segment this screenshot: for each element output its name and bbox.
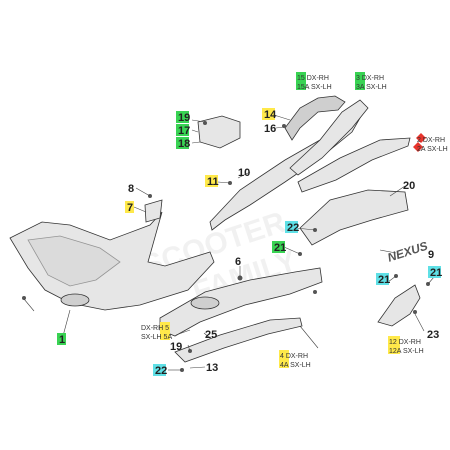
callout-19a: 19 <box>176 111 190 124</box>
svg-text:21: 21 <box>378 274 390 286</box>
svg-text:23: 23 <box>427 329 439 341</box>
lower-floor-strip <box>174 317 303 363</box>
callout-16: 16 <box>264 123 276 135</box>
svg-text:2A SX-LH: 2A SX-LH <box>417 146 448 153</box>
svg-text:3 DX-RH: 3 DX-RH <box>356 75 384 82</box>
svg-text:11: 11 <box>207 176 219 188</box>
svg-text:21: 21 <box>430 267 442 279</box>
svg-text:14: 14 <box>264 109 277 121</box>
clip-bracket <box>144 199 163 223</box>
svg-text:9: 9 <box>428 249 434 261</box>
callout-8: 8 <box>128 183 134 195</box>
callout-13: 13 <box>206 362 218 374</box>
variant-labels: 15 DX-RH 15A SX-LH 3 DX-RH 3A SX-LH 2 DX… <box>141 72 448 369</box>
callout-22a: 22 <box>285 221 299 234</box>
callout-9: 9 <box>428 249 434 261</box>
svg-text:22: 22 <box>287 222 299 234</box>
svg-text:2 DX-RH: 2 DX-RH <box>417 137 445 144</box>
rear-cover-panel <box>299 189 409 246</box>
side-rail-upper <box>289 99 369 176</box>
svg-text:15 DX-RH: 15 DX-RH <box>297 75 329 82</box>
floor-board-hole <box>190 296 220 310</box>
svg-text:7: 7 <box>127 202 133 214</box>
svg-text:25: 25 <box>205 329 217 341</box>
svg-text:4A SX-LH: 4A SX-LH <box>280 362 311 369</box>
callout-21c: 21 <box>428 266 442 279</box>
callout-7: 7 <box>125 201 134 214</box>
svg-text:19: 19 <box>170 341 182 353</box>
variant-2: 2 DX-RH 2A SX-LH <box>413 133 448 153</box>
svg-text:21: 21 <box>274 242 286 254</box>
svg-text:4 DX-RH: 4 DX-RH <box>280 353 308 360</box>
variant-5: DX-RH 5 SX-LH 5A <box>141 322 172 341</box>
callout-22b: 22 <box>153 364 167 377</box>
svg-text:12 DX-RH: 12 DX-RH <box>389 339 421 346</box>
svg-text:12A SX-LH: 12A SX-LH <box>389 348 424 355</box>
callout-labels: 19 17 18 14 16 11 10 8 7 20 22 21 6 9 21… <box>57 108 442 377</box>
callout-10: 10 <box>238 167 250 179</box>
callout-18: 18 <box>176 137 190 150</box>
callout-11: 11 <box>205 175 219 188</box>
callout-23: 23 <box>427 329 439 341</box>
callout-14: 14 <box>262 108 277 121</box>
svg-text:DX-RH 5: DX-RH 5 <box>141 325 169 332</box>
svg-text:13: 13 <box>206 362 218 374</box>
callout-19b: 19 <box>170 341 182 353</box>
svg-text:SX-LH 5A: SX-LH 5A <box>141 334 172 341</box>
svg-text:18: 18 <box>178 138 190 150</box>
svg-text:20: 20 <box>403 180 415 192</box>
callout-21a: 21 <box>272 241 286 254</box>
svg-text:3A SX-LH: 3A SX-LH <box>356 84 387 91</box>
callout-6: 6 <box>235 256 241 268</box>
variant-12: 12 DX-RH 12A SX-LH <box>388 336 424 355</box>
inspection-lid <box>197 115 241 149</box>
rear-cover-strip <box>297 137 411 193</box>
svg-text:6: 6 <box>235 256 241 268</box>
front-panel-recess <box>27 235 121 287</box>
variant-4: 4 DX-RH 4A SX-LH <box>279 350 311 369</box>
svg-text:19: 19 <box>178 112 190 124</box>
callout-25: 25 <box>205 329 217 341</box>
svg-text:8: 8 <box>128 183 134 195</box>
nexus-decal: NEXUS <box>386 239 430 265</box>
floor-board <box>159 267 323 337</box>
small-side-cover <box>377 284 421 327</box>
svg-text:1: 1 <box>59 334 65 346</box>
front-panel-vent <box>60 293 90 307</box>
callout-20: 20 <box>403 180 415 192</box>
variant-3: 3 DX-RH 3A SX-LH <box>355 72 387 91</box>
leader-lines <box>23 114 435 371</box>
callout-1: 1 <box>57 333 66 346</box>
svg-text:15A SX-LH: 15A SX-LH <box>297 84 332 91</box>
variant-15: 15 DX-RH 15A SX-LH <box>296 72 332 91</box>
svg-text:16: 16 <box>264 123 276 135</box>
callout-17: 17 <box>176 124 190 137</box>
handle-trim <box>284 95 346 141</box>
svg-text:17: 17 <box>178 125 190 137</box>
callout-21b: 21 <box>376 273 390 286</box>
svg-text:10: 10 <box>238 167 250 179</box>
svg-text:22: 22 <box>155 365 167 377</box>
